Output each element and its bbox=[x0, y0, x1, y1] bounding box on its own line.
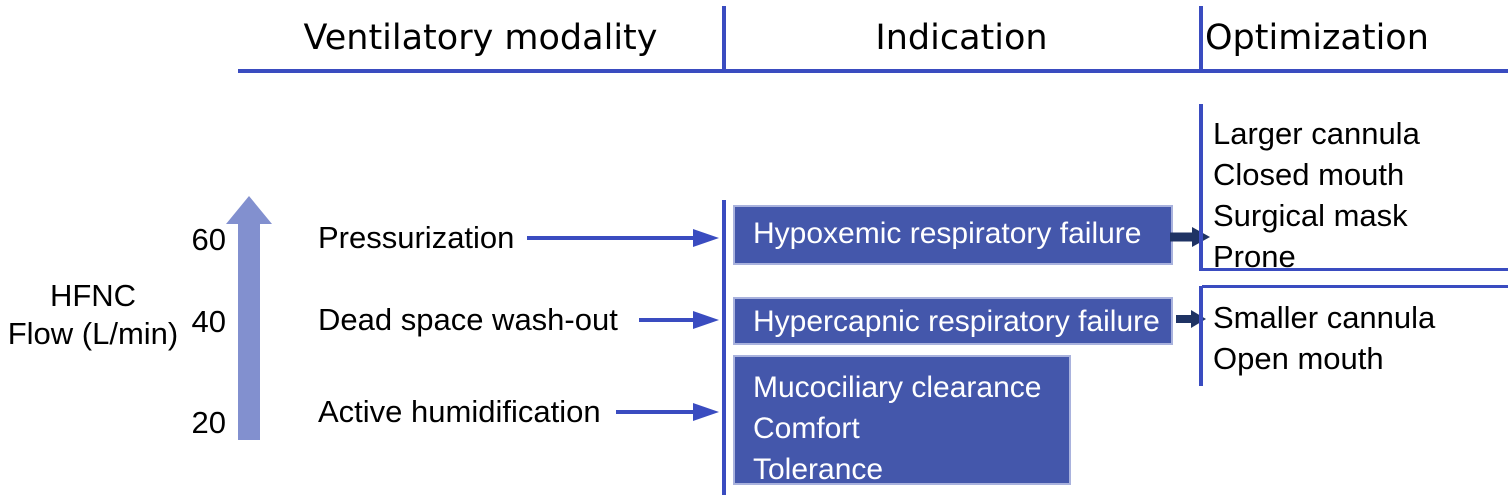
column-header-optimization: Optimization bbox=[1205, 18, 1429, 58]
optimization-bracket-1-vertical bbox=[1199, 104, 1203, 271]
optimization-line: Closed mouth bbox=[1213, 157, 1405, 192]
indication-box-mucociliary-comfort-tolerance: Mucociliary clearance Comfort Tolerance bbox=[733, 355, 1071, 486]
indication-line: Hypercapnic respiratory failure bbox=[753, 305, 1160, 338]
optimization-list-hypoxemic: Larger cannula Closed mouth Surgical mas… bbox=[1213, 113, 1420, 277]
modality-item-active-humidification: Active humidification bbox=[318, 392, 601, 432]
arrow-right-icon-dead-space-wash-out bbox=[639, 311, 719, 329]
axis-label-line-2: Flow (L/min) bbox=[7, 316, 179, 351]
optimization-line: Prone bbox=[1213, 239, 1296, 274]
optimization-bracket-2-vertical bbox=[1199, 286, 1203, 386]
indication-line: Comfort bbox=[753, 412, 860, 445]
hfnc-flow-axis-label: HFNC Flow (L/min) bbox=[0, 277, 186, 353]
axis-tick-60: 60 bbox=[191, 222, 226, 257]
arrow-right-icon-pressurization bbox=[527, 229, 719, 247]
header-divider-rule bbox=[238, 69, 1508, 73]
optimization-bracket-2-top-rule bbox=[1202, 285, 1508, 288]
axis-tick-40: 40 bbox=[191, 304, 226, 339]
optimization-bracket-1-bottom-rule bbox=[1202, 268, 1508, 271]
modality-label: Dead space wash-out bbox=[318, 302, 618, 337]
arrow-right-icon-to-optimization-2 bbox=[1176, 310, 1206, 328]
indication-line: Tolerance bbox=[753, 453, 884, 486]
modality-item-dead-space-wash-out: Dead space wash-out bbox=[318, 300, 618, 340]
optimization-line: Open mouth bbox=[1213, 341, 1384, 376]
optimization-line: Smaller cannula bbox=[1213, 300, 1436, 335]
optimization-list-hypercapnic: Smaller cannula Open mouth bbox=[1213, 297, 1435, 379]
column-header-indication: Indication bbox=[875, 18, 1048, 58]
column-divider-modality-indication bbox=[722, 6, 726, 70]
optimization-line: Larger cannula bbox=[1213, 116, 1420, 151]
indication-column-left-border bbox=[722, 200, 726, 495]
modality-item-pressurization: Pressurization bbox=[318, 218, 514, 258]
up-arrow-icon bbox=[226, 196, 272, 440]
column-divider-indication-optimization bbox=[1199, 6, 1203, 70]
modality-label: Active humidification bbox=[318, 394, 601, 429]
arrow-right-icon-active-humidification bbox=[616, 403, 719, 421]
arrow-right-icon-to-optimization-1 bbox=[1170, 227, 1210, 247]
column-header-ventilatory-modality: Ventilatory modality bbox=[303, 18, 658, 58]
modality-label: Pressurization bbox=[318, 220, 515, 255]
axis-tick-20: 20 bbox=[191, 405, 226, 440]
indication-box-hypercapnic-respiratory-failure: Hypercapnic respiratory failure bbox=[733, 297, 1173, 345]
indication-line: Hypoxemic respiratory failure bbox=[753, 217, 1142, 250]
optimization-line: Surgical mask bbox=[1213, 198, 1408, 233]
indication-box-hypoxemic-respiratory-failure: Hypoxemic respiratory failure bbox=[733, 205, 1173, 265]
indication-line: Mucociliary clearance bbox=[753, 371, 1042, 404]
axis-label-line-1: HFNC bbox=[49, 278, 137, 313]
